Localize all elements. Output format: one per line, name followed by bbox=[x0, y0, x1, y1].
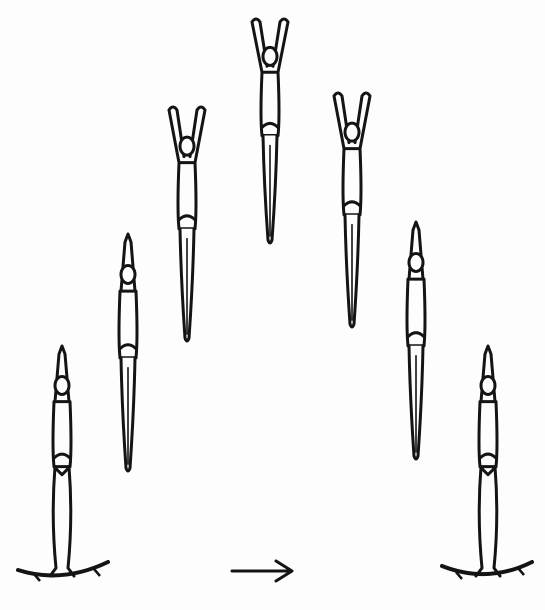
figure-landing bbox=[476, 346, 500, 576]
springboard-right bbox=[442, 562, 532, 579]
figure-peak bbox=[252, 19, 288, 243]
figure-high-left bbox=[169, 107, 205, 341]
figure-rising bbox=[119, 234, 137, 471]
figure-descending bbox=[407, 222, 425, 459]
arrow-right-icon bbox=[232, 561, 292, 581]
springboard-left bbox=[18, 562, 108, 581]
figure-takeoff bbox=[50, 346, 74, 576]
figure-high-right bbox=[334, 93, 370, 327]
